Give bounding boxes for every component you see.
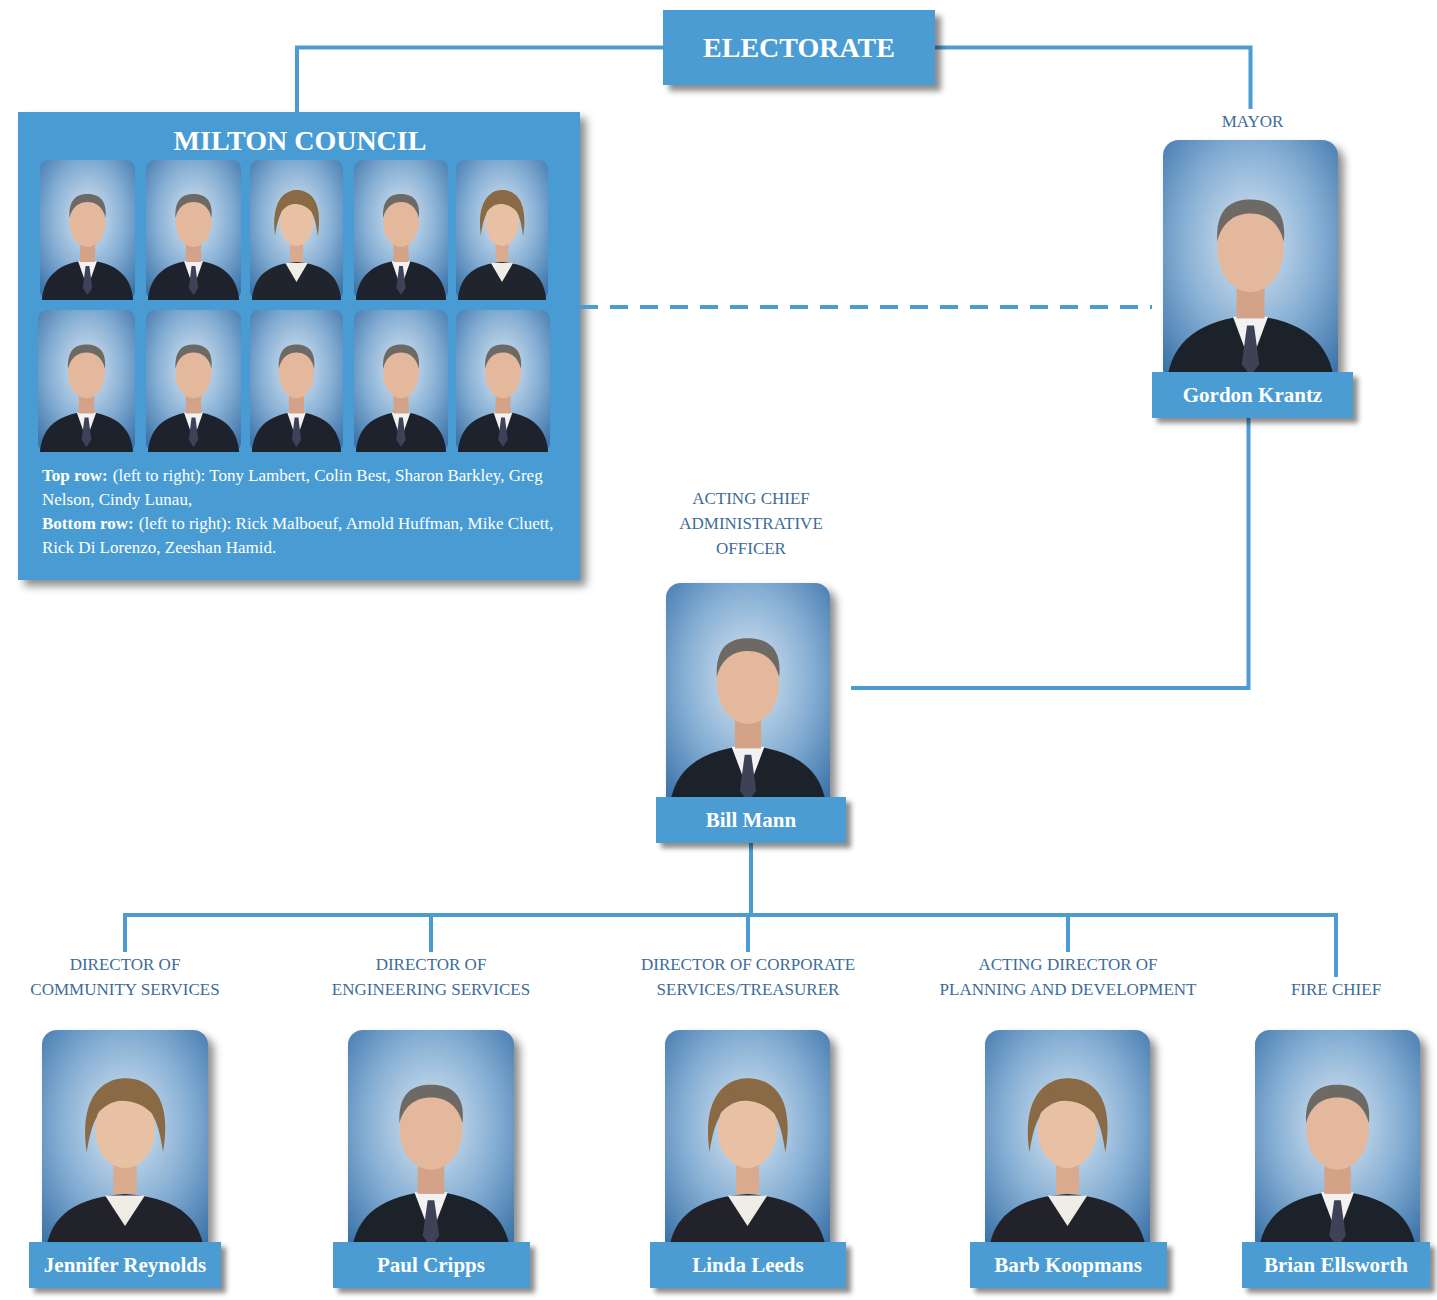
portrait-grid-space: [42, 160, 558, 452]
person-card: ACTING CHIEF ADMINISTRATIVE OFFICER Bill …: [651, 486, 851, 843]
person-card: DIRECTOR OF COMMUNITY SERVICES Jennifer R…: [4, 952, 246, 1288]
person-card: DIRECTOR OF CORPORATE SERVICES/TREASURER…: [607, 952, 889, 1288]
name-plate: Linda Leeds: [650, 1242, 846, 1288]
person-card: ACTING DIRECTOR OF PLANNING AND DEVELOPM…: [901, 952, 1235, 1288]
council-portrait: [354, 310, 448, 452]
council-portrait: [146, 310, 241, 452]
name-plate: Barb Koopmans: [970, 1242, 1167, 1288]
role-title: ACTING DIRECTOR OF PLANNING AND DEVELOPM…: [901, 952, 1235, 1002]
role-title: DIRECTOR OF CORPORATE SERVICES/TREASURER: [607, 952, 889, 1002]
dashed-connector: [580, 305, 1152, 309]
director-portrait: [985, 1030, 1150, 1255]
panel-title: MILTON COUNCIL: [42, 122, 558, 160]
council-panel: MILTON COUNCIL Top row:(left to right): T…: [18, 112, 580, 580]
role-title: ACTING CHIEF ADMINISTRATIVE OFFICER: [651, 486, 851, 561]
box-label: ELECTORATE: [703, 32, 895, 64]
person-card: FIRE CHIEF Brian Ellsworth: [1242, 977, 1430, 1288]
electorate-box: ELECTORATE: [663, 10, 935, 85]
cao-portrait: [666, 583, 830, 810]
mayor-portrait: [1163, 140, 1338, 385]
council-portrait: [354, 160, 448, 300]
org-connector: [751, 843, 1068, 952]
council-portrait: [250, 160, 343, 300]
caption-lead: Top row:: [42, 466, 108, 485]
council-portrait: [456, 160, 548, 300]
portrait-space: [1242, 1002, 1430, 1242]
portrait-space: [901, 1002, 1235, 1242]
portrait-space: [651, 561, 851, 797]
director-portrait: [42, 1030, 208, 1255]
council-portrait: [146, 160, 241, 300]
person-card: MAYOR Gordon Krantz: [1152, 109, 1353, 418]
council-portrait: [40, 160, 135, 300]
council-panel-fill: [18, 112, 580, 580]
org-connector: [851, 418, 1249, 688]
caption-lead: Bottom row:: [42, 514, 134, 533]
org-connector: [935, 48, 1251, 110]
director-portrait: [665, 1030, 830, 1255]
name-plate: Paul Cripps: [333, 1242, 530, 1288]
council-portrait: [250, 310, 343, 452]
caption-line: Top row:(left to right): Tony Lambert, C…: [42, 464, 558, 512]
name-plate: Brian Ellsworth: [1242, 1242, 1430, 1288]
council-portrait: [456, 310, 550, 452]
caption-names: (left to right): Tony Lambert, Colin Bes…: [42, 466, 543, 509]
role-title: DIRECTOR OF ENGINEERING SERVICES: [304, 952, 558, 1002]
role-title: MAYOR: [1188, 109, 1318, 134]
org-connector: [297, 48, 663, 113]
org-connector: [431, 843, 751, 952]
council-portrait: [38, 310, 135, 452]
portrait-space: [607, 1002, 889, 1242]
portrait-space: [1152, 134, 1353, 372]
org-connector: [125, 843, 751, 952]
person-card: DIRECTOR OF ENGINEERING SERVICES Paul Cri…: [304, 952, 558, 1288]
caption-line: Bottom row:(left to right): Rick Malboeu…: [42, 512, 558, 560]
role-title: FIRE CHIEF: [1261, 977, 1411, 1002]
director-portrait: [1255, 1030, 1420, 1255]
role-title: DIRECTOR OF COMMUNITY SERVICES: [4, 952, 246, 1002]
name-plate: Bill Mann: [656, 797, 846, 843]
photo-caption: Top row:(left to right): Tony Lambert, C…: [42, 464, 558, 560]
name-plate: Gordon Krantz: [1152, 372, 1353, 418]
name-plate: Jennifer Reynolds: [29, 1242, 221, 1288]
portrait-space: [304, 1002, 558, 1242]
portrait-space: [4, 1002, 246, 1242]
director-portrait: [348, 1030, 514, 1255]
